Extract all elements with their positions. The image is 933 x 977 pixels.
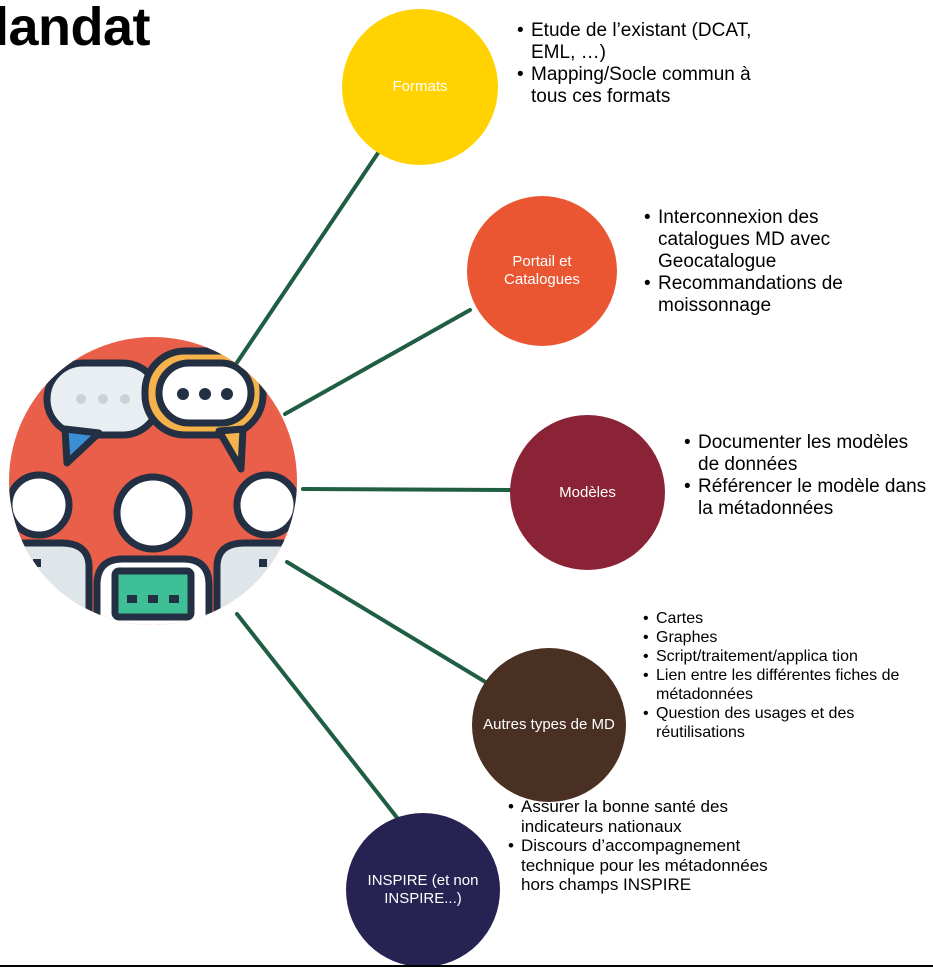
- bullet-item: Assurer la bonne santé des indicateurs n…: [508, 797, 778, 836]
- node-autres-label: Autres types de MD: [483, 716, 615, 733]
- page-title: landat: [0, 0, 151, 57]
- node-portail-catalogues: Portail et Catalogues: [467, 196, 617, 346]
- bullet-item: Lien entre les différentes fiches de mét…: [643, 666, 933, 704]
- left-speech-bubble-icon: [43, 359, 163, 467]
- bullet-list-formats: Etude de l’existant (DCAT, EML, …) Mappi…: [517, 20, 757, 108]
- bullet-item: Interconnexion des catalogues MD avec Ge…: [644, 207, 914, 273]
- bullet-item: Mapping/Socle commun à tous ces formats: [517, 64, 757, 108]
- bullet-item: Discours d’accompagnement technique pour…: [508, 836, 778, 895]
- connector-portail: [283, 308, 472, 416]
- bullet-item: Cartes: [643, 609, 933, 628]
- bottom-divider: [0, 965, 933, 967]
- bullet-list-inspire: Assurer la bonne santé des indicateurs n…: [508, 797, 778, 895]
- node-inspire: INSPIRE (et non INSPIRE...): [346, 813, 500, 967]
- connector-autres: [285, 560, 499, 691]
- team-discussion-illustration: [9, 337, 297, 625]
- bullet-list-portail: Interconnexion des catalogues MD avec Ge…: [644, 207, 914, 317]
- node-modeles-label: Modèles: [559, 483, 616, 501]
- node-portail-label: Portail et Catalogues: [504, 253, 580, 288]
- node-formats: Formats: [342, 9, 498, 165]
- bullet-item: Recommandations de moissonnage: [644, 273, 914, 317]
- right-speech-bubble-icon: [141, 347, 267, 473]
- bullet-item: Graphes: [643, 628, 933, 647]
- node-formats-label: Formats: [392, 78, 448, 95]
- connector-modeles: [301, 487, 512, 492]
- bullet-item: Etude de l’existant (DCAT, EML, …): [517, 20, 757, 64]
- connector-formats: [234, 148, 382, 366]
- bullet-item: Question des usages et des réutilisation…: [643, 704, 933, 742]
- connector-inspire: [235, 612, 404, 826]
- center-person-icon: [93, 473, 213, 625]
- bullet-list-autres: Cartes Graphes Script/traitement/applica…: [643, 609, 933, 742]
- node-modeles: Modèles: [510, 415, 665, 570]
- node-autres-types-md: Autres types de MD: [472, 648, 626, 802]
- node-inspire-label: INSPIRE (et non INSPIRE...): [367, 872, 479, 907]
- bullet-list-modeles: Documenter les modèles de données Référe…: [684, 432, 933, 520]
- bullet-item: Référencer le modèle dans la métadonnées: [684, 476, 933, 520]
- bullet-item: Documenter les modèles de données: [684, 432, 933, 476]
- bullet-item: Script/traitement/applica tion: [643, 647, 933, 666]
